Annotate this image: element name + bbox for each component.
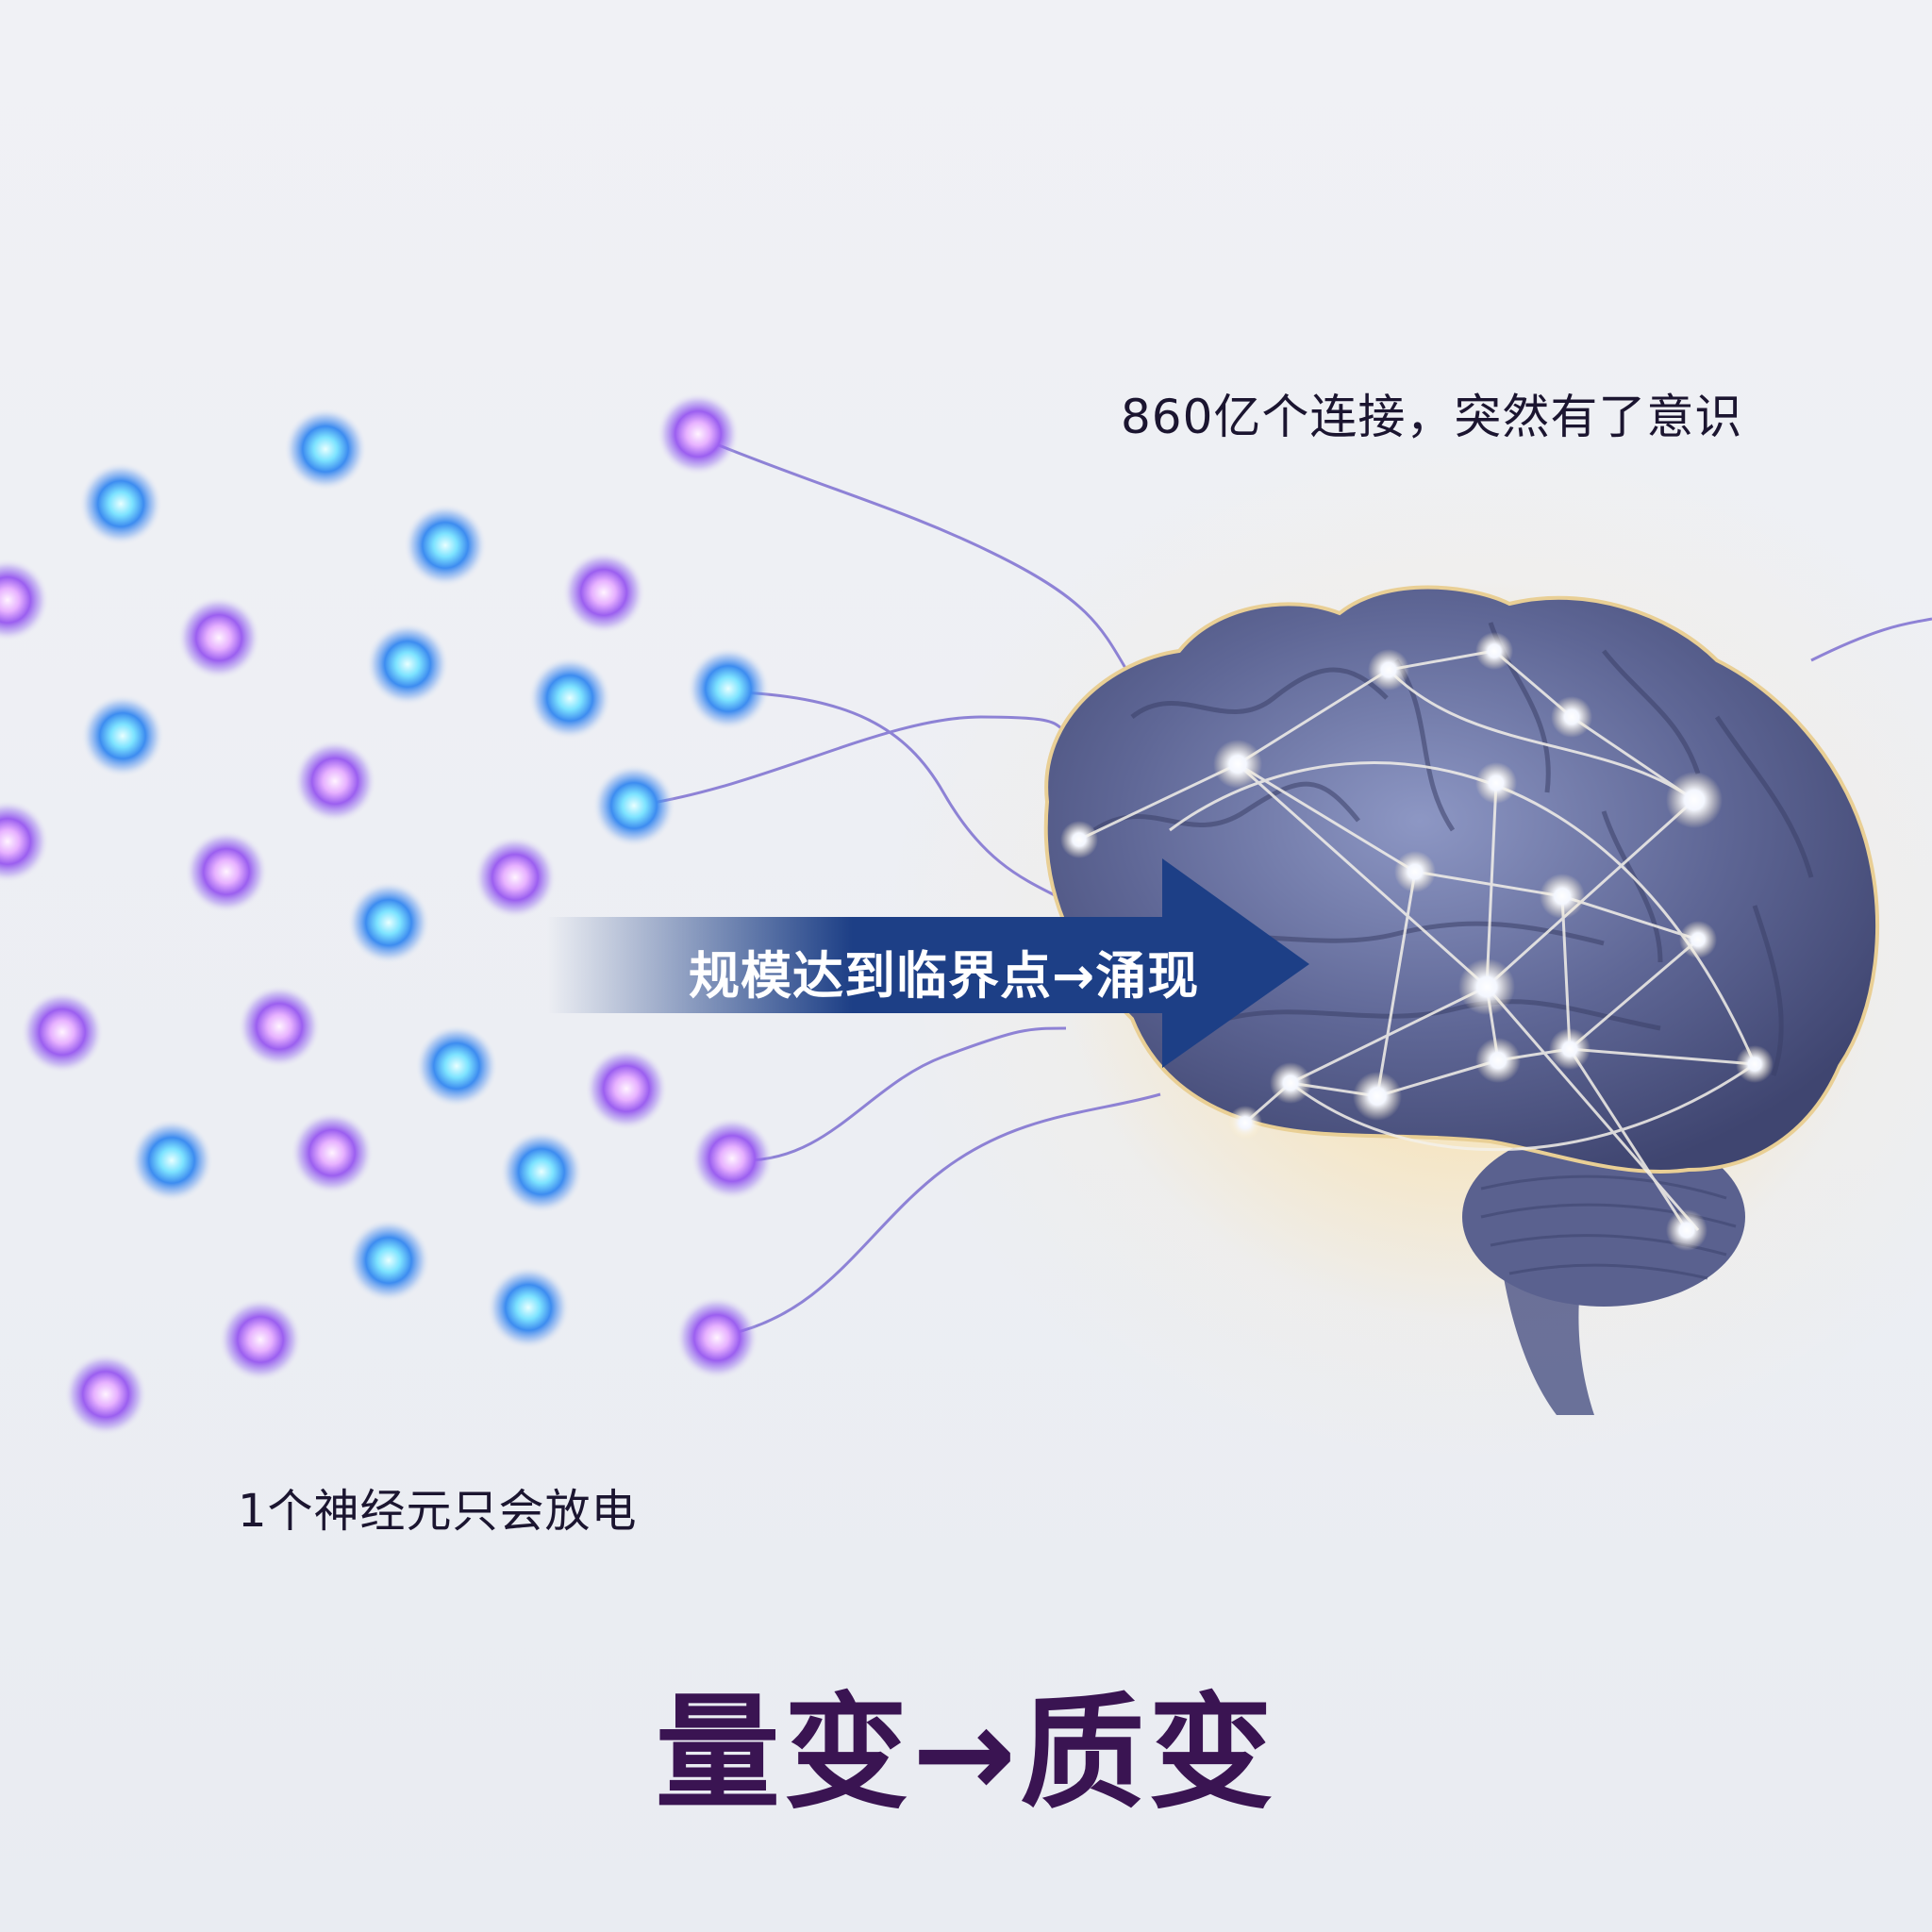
neuron-icon	[79, 462, 162, 545]
neuron-icon	[238, 985, 321, 1068]
neuron-icon	[592, 764, 675, 847]
neuron-icon	[562, 551, 645, 634]
neuron-icon	[347, 881, 430, 964]
main-title: 量变→质变	[655, 1681, 1277, 1826]
neuron-icon	[366, 623, 449, 706]
neuron-icon	[219, 1298, 302, 1381]
neuron-icon	[347, 1219, 430, 1302]
neuron-icon	[21, 991, 104, 1074]
neuron-icon	[657, 392, 740, 475]
neuron-icon	[487, 1266, 570, 1349]
neuron-icon	[291, 1111, 374, 1194]
neuron-icon	[528, 657, 611, 740]
right-arrow-icon	[547, 858, 1309, 1068]
neuron-icon	[185, 830, 268, 913]
brain-nodes	[1060, 632, 1774, 1251]
brain-caption: 860亿个连接，突然有了意识	[1121, 390, 1743, 444]
neuron-icon	[130, 1119, 213, 1202]
neuron-caption: 1个神经元只会放电	[238, 1485, 638, 1538]
neuron-icon	[64, 1353, 147, 1436]
neuron-icon	[687, 647, 770, 730]
arrow-label: 规模达到临界点→涌现	[689, 946, 1200, 1006]
neuron-icon	[415, 1024, 498, 1108]
brain-icon	[1043, 585, 1879, 1415]
neuron-icon	[675, 1296, 758, 1379]
neuron-icon	[284, 408, 367, 491]
neuron-icon	[691, 1117, 774, 1200]
neuron-icon	[500, 1130, 583, 1213]
neuron-icon	[585, 1047, 668, 1130]
neuron-icon	[404, 504, 487, 587]
neuron-icon	[474, 836, 557, 919]
neuron-icon	[177, 596, 260, 679]
neuron-icon	[81, 694, 164, 777]
neurons	[0, 392, 774, 1436]
connection-threads	[646, 440, 1932, 1336]
neuron-icon	[293, 740, 376, 823]
neuron-icon	[0, 800, 49, 883]
neuron-icon	[0, 558, 49, 641]
